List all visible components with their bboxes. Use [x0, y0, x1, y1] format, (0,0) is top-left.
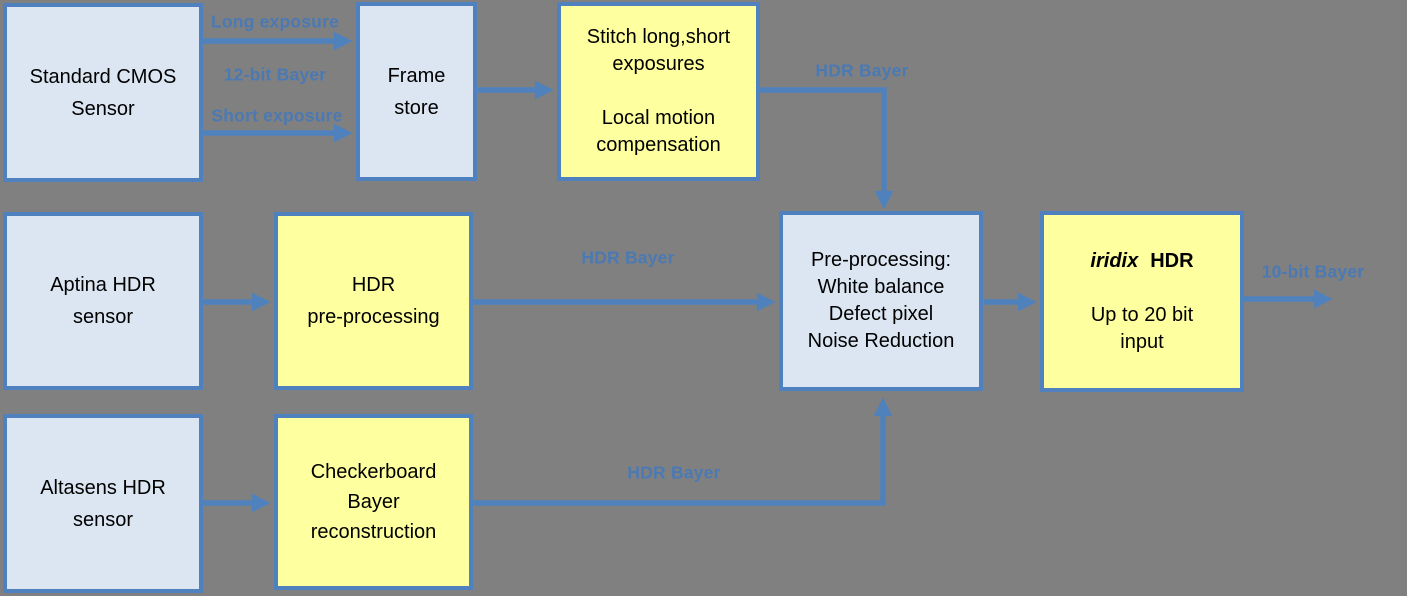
ten-bit-bayer-signal-label: 10-bit Bayer	[1261, 261, 1365, 282]
iridix-hdr-label: HDR	[1150, 249, 1194, 272]
iridix-brand-label: iridix	[1090, 249, 1139, 272]
stitch-to-preprocessing-arrow	[760, 87, 894, 210]
hdr-bayer-bottom-signal-label: HDR Bayer	[627, 462, 721, 483]
hdr-preprocessing-box: HDR pre-processing	[274, 212, 473, 390]
twelve-bit-bayer-signal-label: 12-bit Bayer	[223, 64, 327, 85]
iridix-hdr-title-line: iridix HDR	[1090, 248, 1193, 275]
stitch-exposures-label: Stitch long,short exposures Local motion…	[586, 26, 731, 156]
altasens-hdr-sensor-label: Altasens HDR sensor	[40, 476, 166, 531]
preprocessing-box: Pre-processing: White balance Defect pix…	[779, 211, 983, 391]
aptina-hdr-sensor-label: Aptina HDR sensor	[50, 274, 156, 328]
hdr-bayer-mid-signal-label: HDR Bayer	[581, 247, 675, 268]
checkerboard-bayer-label: Checkerboard Bayer reconstruction	[310, 461, 437, 543]
standard-cmos-sensor-box: Standard CMOS Sensor	[3, 3, 203, 182]
frame-store-box: Frame store	[356, 2, 477, 181]
frame-store-label: Frame store	[387, 64, 446, 119]
short-exposure-signal-label: Short exposure	[211, 105, 343, 126]
hdr-bayer-top-signal-label: HDR Bayer	[815, 60, 909, 81]
iridix-hdr-content: iridix HDR Up to 20 bit input	[1090, 221, 1193, 383]
standard-cmos-sensor-label: Standard CMOS Sensor	[29, 65, 177, 120]
stitch-exposures-box: Stitch long,short exposures Local motion…	[557, 2, 760, 181]
aptina-hdr-sensor-box: Aptina HDR sensor	[3, 212, 203, 390]
checkerboard-to-preprocessing-arrow	[473, 397, 893, 506]
preprocessing-label: Pre-processing: White balance Defect pix…	[807, 249, 955, 352]
altasens-hdr-sensor-box: Altasens HDR sensor	[3, 414, 203, 593]
iridix-hdr-box: iridix HDR Up to 20 bit input	[1040, 211, 1244, 392]
checkerboard-bayer-box: Checkerboard Bayer reconstruction	[274, 414, 473, 590]
long-exposure-signal-label: Long exposure	[210, 11, 340, 32]
iridix-detail-label: Up to 20 bit input	[1090, 303, 1194, 353]
hdr-preprocessing-label: HDR pre-processing	[307, 274, 440, 328]
